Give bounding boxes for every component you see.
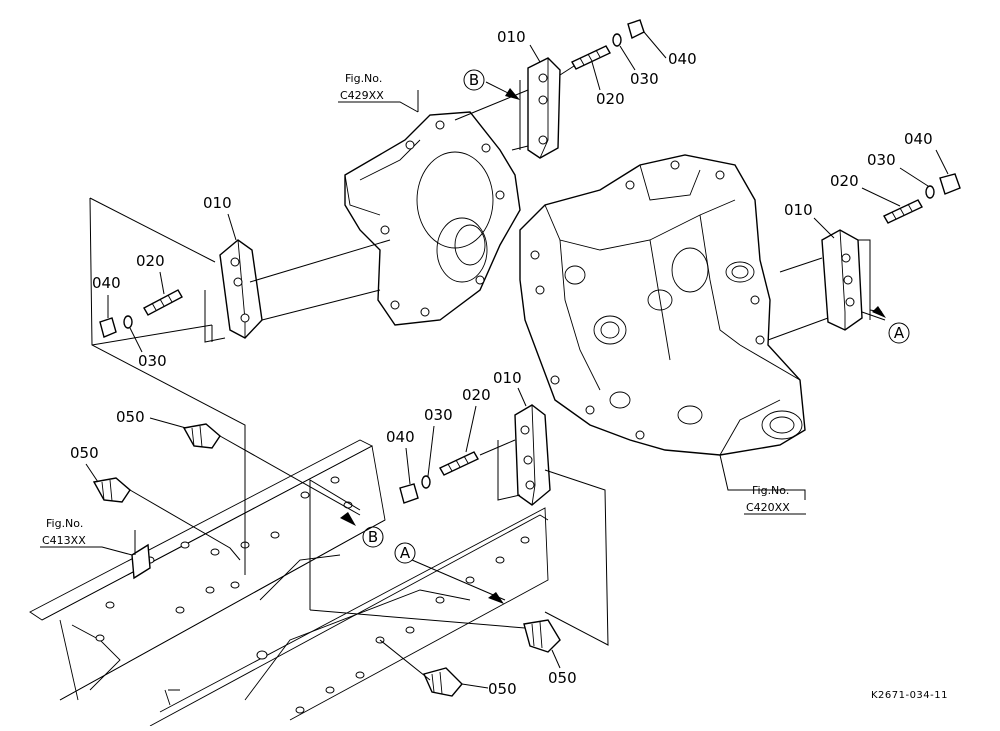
- figure-ref-top: Fig.No. C429XX: [338, 72, 419, 113]
- front-housing-cover: [344, 111, 521, 326]
- transmission-case: [519, 154, 806, 456]
- callout-left-020: 020: [136, 252, 165, 270]
- bolt-c: [523, 619, 561, 653]
- frame-rail-assembly: [29, 439, 549, 727]
- callout-top-010: 010: [497, 28, 526, 46]
- stud-middle: [439, 451, 479, 476]
- stud-top: [571, 45, 611, 70]
- marker-b-top-label: B: [469, 71, 479, 89]
- callout-bolt-050-b: 050: [70, 444, 99, 462]
- washer-right: [925, 185, 935, 199]
- nut-left: [99, 317, 117, 338]
- nut-right: [939, 173, 961, 195]
- washer-middle: [421, 475, 431, 489]
- figure-ref-left-line1: Fig.No.: [46, 517, 83, 530]
- callout-mid-030: 030: [424, 406, 453, 424]
- callout-mid-020: 020: [462, 386, 491, 404]
- callout-bolt-050-d: 050: [488, 680, 517, 698]
- callout-right-010: 010: [784, 201, 813, 219]
- callout-right-020: 020: [830, 172, 859, 190]
- marker-a-frame-label: A: [400, 544, 411, 562]
- bracket-right: [821, 229, 863, 331]
- callout-top-020: 020: [596, 90, 625, 108]
- washer-left: [123, 315, 133, 329]
- marker-b-frame: B: [362, 526, 384, 548]
- callout-right-030: 030: [867, 151, 896, 169]
- arrow-a-frame: [488, 592, 504, 604]
- callout-bolt-050-a: 050: [116, 408, 145, 426]
- callouts: 010 020 030 040 010 020 030 040 010 020 …: [70, 28, 949, 698]
- figure-ref-right-line2: C420XX: [746, 501, 790, 514]
- callout-top-030: 030: [630, 70, 659, 88]
- bracket-middle: [514, 404, 551, 506]
- figure-ref-left: Fig.No. C413XX: [40, 517, 133, 556]
- marker-b-top: B: [463, 69, 485, 91]
- nut-middle: [399, 483, 419, 504]
- callout-right-040: 040: [904, 130, 933, 148]
- callout-mid-040: 040: [386, 428, 415, 446]
- stud-right: [883, 199, 923, 224]
- callout-left-010: 010: [203, 194, 232, 212]
- washer-top: [612, 33, 622, 47]
- bolt-b: [92, 477, 131, 503]
- figure-ref-right: Fig.No. C420XX: [744, 484, 806, 515]
- bolt-d: [423, 667, 463, 697]
- figure-ref-left-line2: C413XX: [42, 534, 86, 547]
- stud-left: [143, 289, 183, 316]
- arrow-b-frame: [340, 512, 356, 526]
- arrow-a-right: [872, 306, 886, 318]
- figure-ref-top-line2: C429XX: [340, 89, 384, 102]
- figure-ref-top-line1: Fig.No.: [345, 72, 382, 85]
- diagram-code: K2671-034-11: [871, 690, 948, 701]
- assembly-lines: [89, 65, 886, 689]
- bracket-left: [219, 239, 263, 339]
- marker-b-frame-label: B: [368, 528, 378, 546]
- arrow-b-top: [505, 88, 520, 100]
- figure-ref-right-line1: Fig.No.: [752, 484, 789, 497]
- callout-top-040: 040: [668, 50, 697, 68]
- nut-top: [627, 19, 645, 40]
- bolt-a: [182, 423, 221, 449]
- marker-a-frame: A: [394, 542, 416, 564]
- bracket-top: [527, 57, 561, 159]
- callout-left-030: 030: [138, 352, 167, 370]
- callout-bolt-050-c: 050: [548, 669, 577, 687]
- frame-holes: [95, 476, 530, 714]
- callout-mid-010: 010: [493, 369, 522, 387]
- marker-a-right: A: [888, 322, 910, 344]
- callout-left-040: 040: [92, 274, 121, 292]
- marker-a-right-label: A: [894, 324, 905, 342]
- frame-bracket: [131, 543, 151, 580]
